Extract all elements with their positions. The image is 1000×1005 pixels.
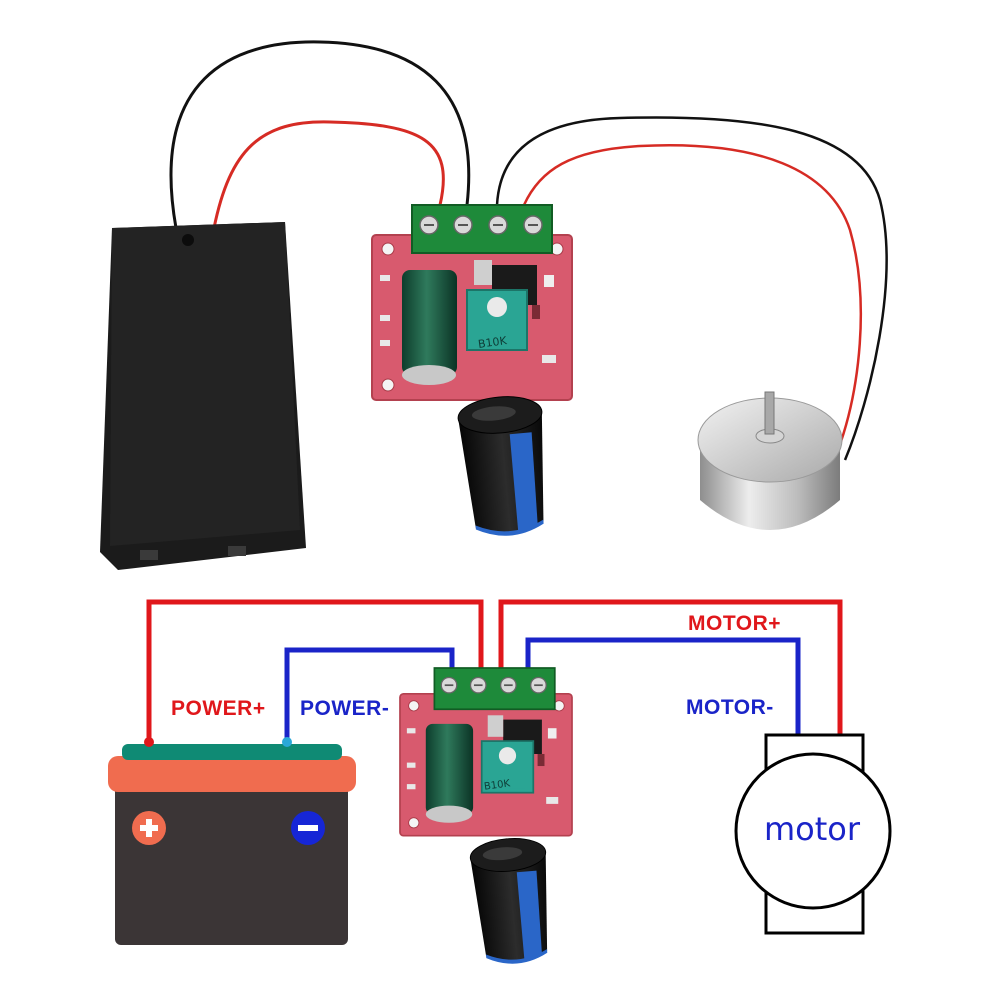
battery-black-wire: [169, 40, 471, 229]
battery-red-wire: [212, 120, 445, 229]
motor-negative-wire: [525, 637, 801, 735]
motor-positive-label: MOTOR+: [688, 612, 782, 635]
motor-symbol: [734, 733, 892, 935]
battery-box: [100, 222, 306, 570]
minus-icon: [291, 811, 325, 845]
plus-icon: [132, 811, 166, 845]
power-negative-label: POWER-: [300, 697, 390, 720]
top-product-illustration: [100, 40, 888, 570]
power-positive-wire: [146, 599, 484, 740]
motor-red-wire: [522, 144, 863, 451]
power-positive-label: POWER+: [171, 697, 266, 720]
dc-motor: [697, 391, 843, 530]
battery-icon: [108, 737, 356, 945]
motor-label: motor: [764, 810, 861, 848]
speed-knob-diagram[interactable]: [468, 835, 556, 968]
motor-negative-label: MOTOR-: [686, 696, 774, 719]
motor-black-wire: [495, 116, 888, 461]
motor-positive-wire: [498, 599, 843, 735]
power-negative-wire: [284, 647, 455, 740]
pwm-controller-board: [371, 204, 573, 401]
speed-knob[interactable]: [456, 392, 553, 540]
pwm-controller-diagram: [399, 667, 573, 837]
wiring-diagram: [108, 599, 892, 968]
